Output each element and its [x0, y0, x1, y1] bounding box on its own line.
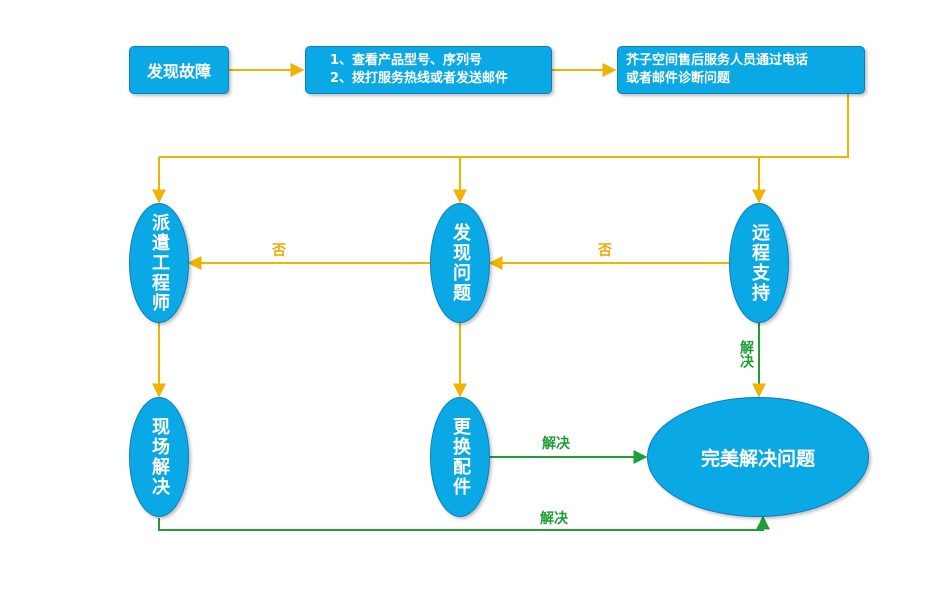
- resolved-label: 完美解决问题: [700, 447, 815, 470]
- node-diagnose: 芥子空间售后服务人员通过电话 或者邮件诊断问题: [617, 46, 865, 94]
- onsite-resolve-label: 现场解决: [149, 417, 170, 497]
- node-discover-fault: 发现故障: [129, 46, 229, 94]
- find-problem-label: 发现问题: [450, 223, 471, 303]
- connector-diagnose-bus: [159, 93, 849, 158]
- diagnose-line-2: 或者邮件诊断问题: [626, 71, 731, 86]
- arrow-onsite-to-resolved: [158, 515, 770, 531]
- remote-support-label: 远程支持: [749, 223, 770, 303]
- node-dispatch-engineer: 派遣工程师: [129, 203, 189, 323]
- node-discover-fault-label: 发现故障: [146, 62, 211, 81]
- node-find-problem: 发现问题: [430, 203, 490, 323]
- replace-parts-label: 更换配件: [450, 417, 471, 497]
- node-onsite-resolve: 现场解决: [129, 397, 189, 517]
- diagnose-line-1: 芥子空间售后服务人员通过电话: [626, 53, 809, 68]
- node-replace-parts: 更换配件: [430, 397, 490, 517]
- edge-label-no-find-to-dispatch: 否: [272, 243, 286, 259]
- node-remote-support: 远程支持: [729, 203, 789, 323]
- edge-label-resolve-parts: 解决: [542, 436, 570, 452]
- step-check-line-2: 2、拨打服务热线或者发送邮件: [330, 71, 509, 86]
- dispatch-engineer-label: 派遣工程师: [149, 213, 170, 313]
- node-resolved: 完美解决问题: [647, 397, 869, 517]
- edge-label-resolve-remote: 解决: [738, 340, 754, 368]
- node-check-and-contact: 1、查看产品型号、序列号 2、拨打服务热线或者发送邮件: [305, 46, 552, 94]
- edge-label-no-remote-to-find: 否: [598, 243, 612, 259]
- step-check-line-1: 1、查看产品型号、序列号: [330, 53, 483, 68]
- edge-label-resolve-onsite: 解决: [540, 511, 568, 527]
